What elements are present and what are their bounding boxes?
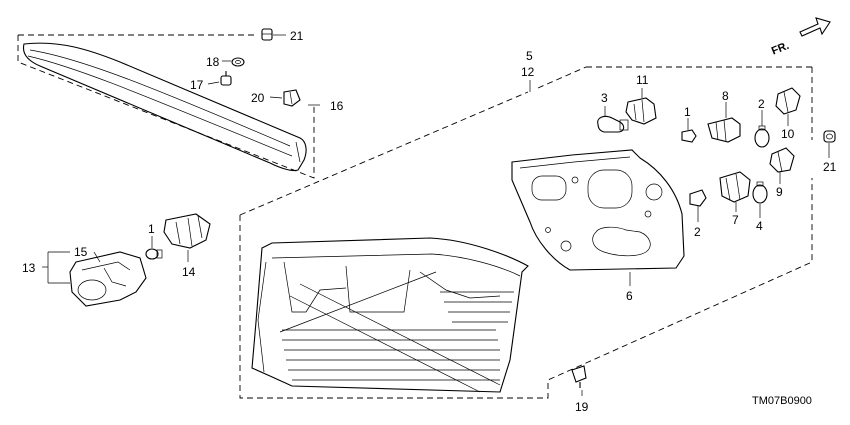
callout-5: 5: [526, 49, 533, 63]
callout-3: 3: [601, 91, 608, 105]
bulb-1-right: [681, 118, 697, 143]
bulb-2-lower: [689, 189, 707, 222]
nut-18: [222, 57, 245, 67]
socket-14: [163, 213, 211, 262]
direction-label: FR.: [770, 40, 791, 58]
callout-16: 16: [330, 99, 344, 113]
socket-8: [707, 102, 741, 143]
socket-11: [625, 88, 657, 125]
callout-20: 20: [251, 91, 265, 105]
callout-14: 14: [182, 265, 196, 279]
callout-12: 12: [521, 65, 535, 79]
bulb-1-left: [145, 236, 163, 260]
callout-2-lower: 2: [694, 225, 701, 239]
socket-9: [769, 147, 795, 184]
side-lamp-assembly: [42, 251, 147, 307]
callout-9: 9: [776, 185, 783, 199]
bulb-2-upper: [754, 110, 770, 148]
callout-10: 10: [781, 127, 795, 141]
callout-8: 8: [722, 89, 729, 103]
garnish-assembly-box: [17, 34, 320, 179]
gasket-6: [511, 149, 685, 286]
screw-17: [207, 71, 232, 86]
callout-11: 11: [636, 73, 649, 87]
callout-13: 13: [22, 261, 36, 275]
callout-21-top: 21: [290, 29, 304, 43]
callout-19: 19: [575, 400, 589, 414]
diagram-code: TM07B0900: [752, 395, 812, 407]
callout-21-right: 21: [823, 160, 837, 174]
callout-7: 7: [732, 213, 739, 227]
callout-17: 17: [190, 78, 204, 92]
taillight-assembly-box: [239, 66, 813, 399]
bulb-4: [752, 181, 768, 218]
clip-21-top: [261, 28, 286, 41]
screw-19: [571, 365, 587, 396]
taillight-housing: [251, 237, 529, 393]
callout-18: 18: [206, 55, 220, 69]
garnish-strip: [22, 42, 307, 172]
socket-7: [719, 171, 751, 212]
callout-1-right: 1: [684, 105, 691, 119]
clip-20: [269, 89, 301, 107]
front-direction-arrow: FR.: [770, 17, 831, 58]
lens-15-leader: [93, 251, 101, 263]
socket-10: [775, 87, 801, 126]
bulb-3: [597, 106, 629, 133]
callout-2-upper: 2: [758, 97, 765, 111]
callout-4: 4: [756, 219, 763, 233]
callout-6: 6: [626, 289, 633, 303]
callout-1-left: 1: [148, 222, 155, 236]
clip-21-right: [823, 130, 836, 158]
callout-15: 15: [74, 245, 88, 259]
